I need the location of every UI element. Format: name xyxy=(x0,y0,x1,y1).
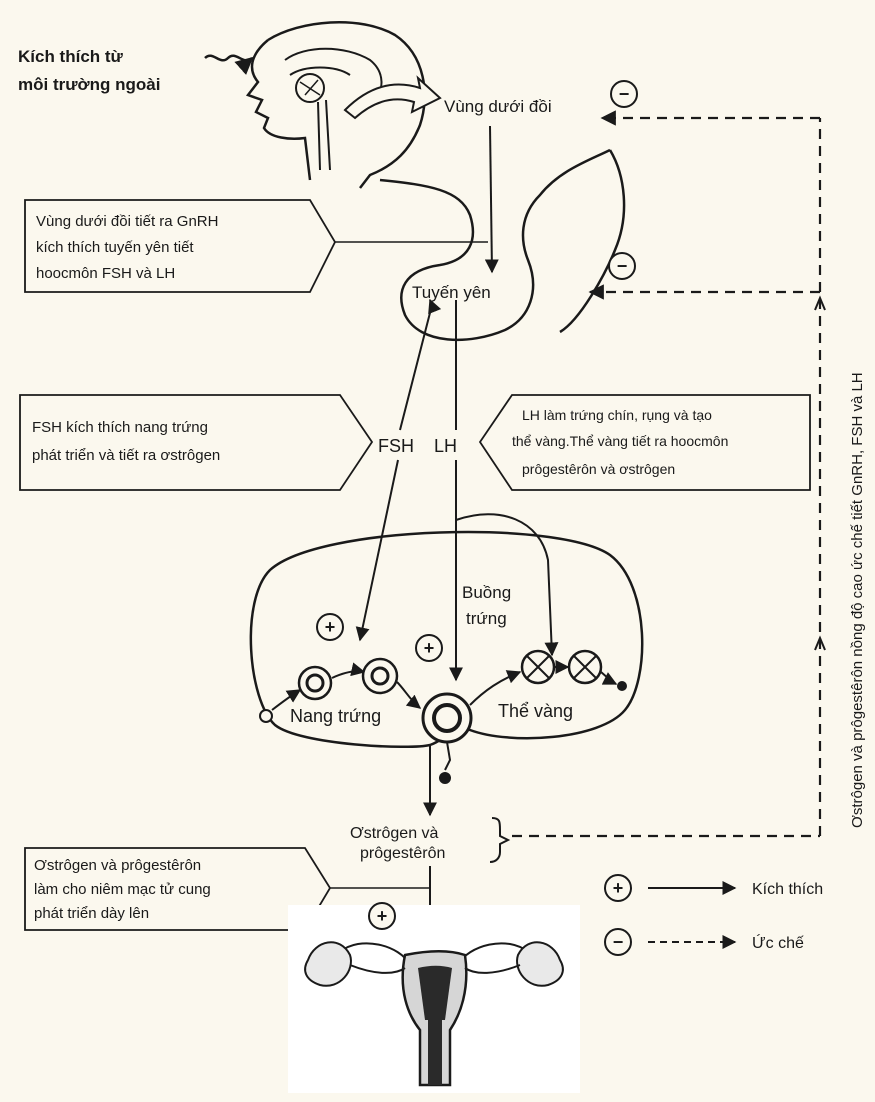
svg-text:−: − xyxy=(617,256,628,276)
uterus-illustration xyxy=(288,905,580,1093)
lh-label: LH xyxy=(434,436,457,456)
svg-text:−: − xyxy=(619,84,630,104)
svg-text:+: + xyxy=(325,617,336,637)
legend-inhibit: − Ức chế xyxy=(604,928,804,956)
lh-callout-line3: prôgestêrôn và ơstrôgen xyxy=(522,461,675,477)
uterus-callout-line3: phát triển dày lên xyxy=(34,905,149,922)
feedback-loop xyxy=(512,110,822,838)
wavy-arrow xyxy=(204,54,254,75)
primary-follicle-core xyxy=(305,673,325,693)
output-line1: Ơstrôgen và xyxy=(350,825,439,842)
ovary-title-line2: trứng xyxy=(466,609,507,628)
ovulation-path xyxy=(444,741,452,771)
follicle-arrow-3 xyxy=(396,681,422,709)
legend: + Kích thích − Ức chế xyxy=(604,874,823,956)
pituitary-outline xyxy=(379,148,626,342)
pituitary-label: Tuyến yên xyxy=(412,283,491,302)
fsh-arrow xyxy=(360,304,433,640)
svg-text:+: + xyxy=(424,638,435,658)
feedback-label: Ơstrôgen và prôgestêrôn nồng độ cao ức c… xyxy=(849,372,866,828)
corpus-albicans xyxy=(617,681,627,691)
head-illustration xyxy=(245,21,426,189)
legend-stimulate-label: Kích thích xyxy=(752,881,823,898)
uterus-callout-line1: Ơstrôgen và prôgestêrôn xyxy=(34,857,201,874)
follicle-label: Nang trứng xyxy=(290,706,381,726)
lh-callout-line2: thể vàng.Thể vàng tiết ra hoocmôn xyxy=(512,433,728,449)
gnrh-callout-line1: Vùng dưới đồi tiết ra GnRH xyxy=(36,213,218,230)
output-line2: prôgestêrôn xyxy=(360,845,445,862)
primordial-follicle xyxy=(259,709,273,723)
corpus-arrow-3 xyxy=(600,671,618,685)
output-brace xyxy=(489,817,511,863)
ovary-title-line1: Buồng xyxy=(462,583,511,602)
fsh-arrow-up-head xyxy=(428,298,442,315)
svg-text:+: + xyxy=(613,878,624,898)
plus-sign-ovulation: + xyxy=(415,634,443,662)
corpus-luteum-1-cross xyxy=(526,655,550,679)
fsh-label: FSH xyxy=(378,436,414,456)
uterus-callout-line2: làm cho niêm mạc tử cung xyxy=(34,881,211,898)
ovulated-egg xyxy=(439,772,451,784)
svg-text:+: + xyxy=(377,906,388,926)
fsh-callout: FSH kích thích nang trứng phát triển và … xyxy=(19,394,374,491)
fsh-callout-line2: phát triển và tiết ra ơstrôgen xyxy=(32,447,220,464)
external-stimulus-line1: Kích thích từ xyxy=(18,47,124,66)
feedback-up-head-2 xyxy=(814,295,826,311)
primary-follicle xyxy=(297,665,333,701)
gnrh-callout-line2: kích thích tuyến yên tiết xyxy=(36,239,194,256)
mature-follicle-core xyxy=(432,703,462,733)
plus-sign-uterus: + xyxy=(368,902,396,930)
corpus-luteum-label: Thể vàng xyxy=(498,701,573,721)
corpus-luteum-2-cross xyxy=(573,655,597,679)
hollow-arrow xyxy=(343,75,442,120)
follicle-arrow-1 xyxy=(271,689,302,711)
gnrh-arrow xyxy=(484,125,499,274)
minus-sign-pituitary: − xyxy=(608,252,636,280)
fsh-callout-line1: FSH kích thích nang trứng xyxy=(32,419,208,436)
svg-text:−: − xyxy=(613,932,624,952)
feedback-up-head-1 xyxy=(814,635,826,651)
corpus-arrow-1 xyxy=(469,670,522,706)
gnrh-callout-line3: hoocmôn FSH và LH xyxy=(36,265,175,282)
legend-inhibit-label: Ức chế xyxy=(752,933,804,952)
legend-stimulate: + Kích thích xyxy=(604,874,823,902)
uterus-callout: Ơstrôgen và prôgestêrôn làm cho niêm mạc… xyxy=(24,847,430,931)
gnrh-callout: Vùng dưới đồi tiết ra GnRH kích thích tu… xyxy=(24,199,488,293)
secondary-follicle-core xyxy=(370,666,390,686)
lh-branch-arrow xyxy=(455,513,559,657)
minus-sign-hypothalamus: − xyxy=(610,80,638,108)
lh-callout-line1: LH làm trứng chín, rụng và tạo xyxy=(522,407,712,423)
lh-callout: LH làm trứng chín, rụng và tạo thể vàng.… xyxy=(478,394,811,491)
ovary: Buồng trứng Nang trứng Thể vàng xyxy=(249,530,644,784)
hypothalamus-label: Vùng dưới đồi xyxy=(444,97,552,116)
follicle-arrow-2 xyxy=(331,662,366,679)
secondary-follicle xyxy=(361,657,399,695)
external-stimulus-line2: môi trường ngoài xyxy=(18,75,160,94)
plus-sign-follicle: + xyxy=(316,613,344,641)
